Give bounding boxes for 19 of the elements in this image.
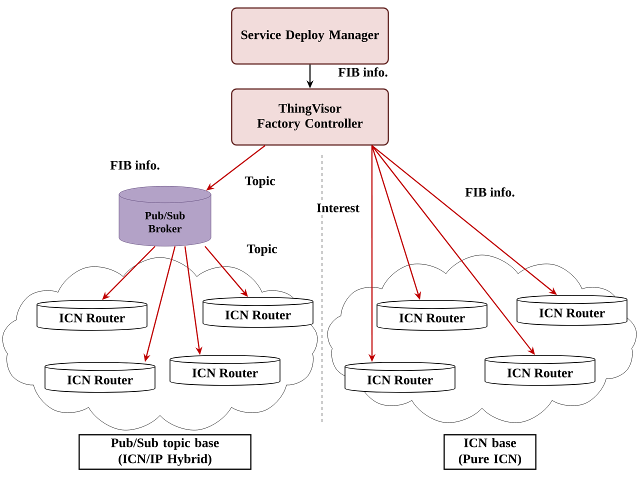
router-cylinder: ICN Router [202,296,314,328]
caption-box: ICN base (Pure ICN) [444,434,536,470]
edge-label: Topic [246,243,278,257]
process-box: ThingVisor Factory Controller [231,88,389,146]
router-cylinder: ICN Router [484,354,596,386]
note-label: FIB info. [110,160,160,170]
process-box: Service Deploy Manager [231,7,389,65]
caption-box: Pub/Sub topic base (ICN/IP Hybrid) [78,434,252,470]
edge-label: Interest [315,202,361,214]
edge-label: FIB info. [337,66,389,78]
edge-label: Topic [244,175,276,189]
router-cylinder: ICN Router [516,294,628,326]
router-cylinder: ICN Router [344,362,456,393]
broker-cylinder: Pub/Sub Broker [118,186,212,246]
router-cylinder: ICN Router [376,300,488,331]
router-cylinder: ICN Router [44,362,156,393]
router-cylinder: ICN Router [36,300,148,331]
router-cylinder: ICN Router [170,354,280,386]
edge-label: FIB info. [464,186,516,198]
